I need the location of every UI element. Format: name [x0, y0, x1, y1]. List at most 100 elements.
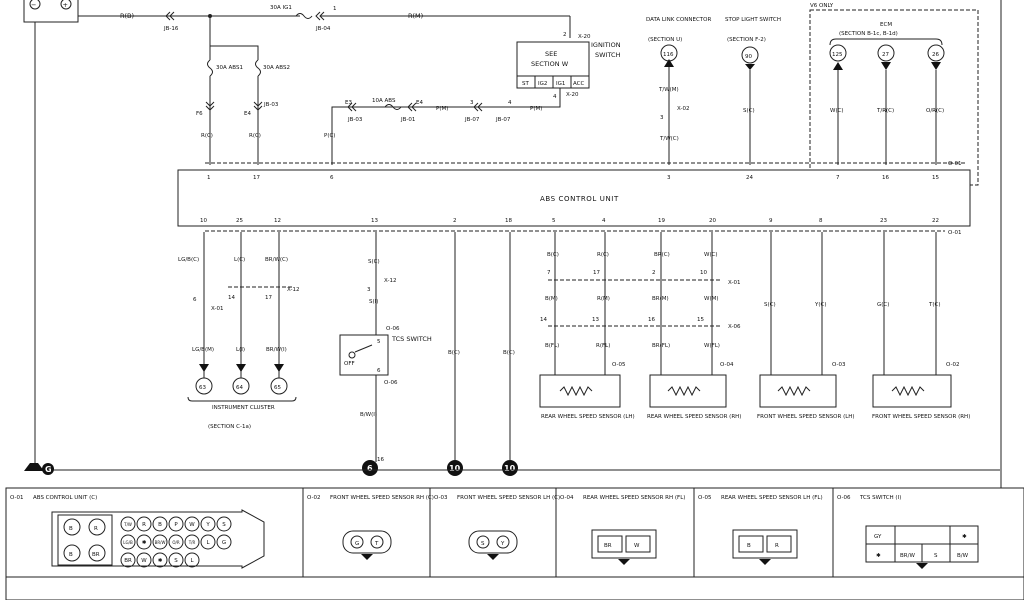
position-label: IG1 [556, 81, 565, 87]
pin-code: BR/W [900, 553, 915, 559]
wire-label: G(C) [877, 302, 889, 308]
pin-socket [216, 516, 232, 532]
ref-number: 64 [236, 385, 243, 391]
pin-number: 9 [769, 218, 773, 224]
stop-light-reference: STOP LIGHT SWITCH (SECTION F-2) 90 [725, 17, 781, 70]
wire-label: T(C) [928, 302, 941, 308]
pin-number: 7 [836, 175, 840, 181]
wire-label: B(C) [503, 350, 515, 356]
jb-label: JB-07 [464, 117, 480, 123]
pin-number: 13 [371, 218, 378, 224]
pin-socket [168, 552, 184, 568]
sensor-title: FRONT WHEEL SPEED SENSOR (RH) [872, 414, 970, 420]
connector-label: X-01 [211, 306, 223, 312]
wire-label: BR/W(I) [266, 347, 287, 353]
ignition-switch: SEE SECTION W ST IG2 IG1 ACC IGNITION SW… [516, 41, 621, 89]
pin-code: L [206, 540, 210, 546]
connector-title: FRONT WHEEL SPEED SENSOR RH (C) [330, 495, 434, 501]
wire-label: R(C) [597, 252, 609, 258]
jb-label: JB-04 [315, 26, 331, 32]
pin-label: 17 [265, 295, 272, 301]
fuse-label: 10A ABS [372, 98, 396, 104]
wire-label: T/R(C) [876, 108, 894, 114]
see-label: SEE [545, 50, 557, 58]
wire-label: B(M) [545, 296, 558, 302]
wire-label: S(C) [743, 108, 755, 114]
wire-label: W(FL) [704, 343, 720, 349]
pin-number: 5 [552, 218, 556, 224]
pin-code: ✱ [158, 557, 163, 564]
connector-code: O-06 [837, 495, 851, 501]
pin-label: 7 [547, 270, 551, 276]
connector-code: O-02 [307, 495, 320, 501]
sensor-title: REAR WHEEL SPEED SENSOR (LH) [541, 414, 635, 420]
pin-socket [136, 516, 152, 532]
wire-label: R(M) [597, 296, 610, 302]
pin-label: 3 [367, 287, 371, 293]
fuse-symbol [207, 59, 213, 77]
connector-title: ABS CONTROL UNIT (C) [33, 495, 97, 501]
connector-label: O-06 [384, 380, 398, 386]
dlc-reference: DATA LINK CONNECTOR (SECTION U) 116 [646, 17, 711, 67]
wire-label: R(M) [408, 12, 423, 20]
sensor-title: FRONT WHEEL SPEED SENSOR (LH) [757, 414, 855, 420]
cluster-references: 63 64 65 INSTRUMENT CLUSTER (SECTION C-1… [187, 364, 297, 430]
connector-label: X-12 [287, 287, 299, 293]
ignition-title: SWITCH [595, 51, 621, 59]
connector-title: FRONT WHEEL SPEED SENSOR LH (C) [457, 495, 560, 501]
wire-label: BR(C) [654, 252, 670, 258]
connector-label: X-06 [728, 324, 741, 330]
pin-socket [184, 534, 200, 550]
pin-number: 19 [658, 218, 665, 224]
connector-label: X-01 [728, 280, 740, 286]
jb-label: JB-16 [163, 26, 179, 32]
pin-label: 3 [660, 115, 664, 121]
pin-code: B [747, 543, 751, 549]
wire-label: L(C) [234, 257, 245, 263]
ref-title: DATA LINK CONNECTOR [646, 17, 711, 23]
pin-code: BR [124, 558, 132, 564]
pin-number: 1 [207, 175, 211, 181]
ref-section: (SECTION C-1a) [208, 424, 251, 430]
pin-code: W [141, 558, 147, 564]
section-label: SECTION W [531, 60, 569, 68]
connector-label: X-20 [578, 34, 591, 40]
pin-label: E3 [345, 100, 352, 106]
wire-label: R(C) [249, 133, 261, 139]
ecm-reference: V6 ONLY ECM (SECTION B-1c, B-1d) 125 27 … [809, 3, 979, 186]
wire-label: P(M) [436, 106, 448, 112]
pin-label: 10 [700, 270, 707, 276]
pin-socket [152, 552, 168, 568]
pin-label: 1 [333, 6, 337, 12]
ref-number: 27 [882, 52, 889, 58]
pin-label: 3 [470, 100, 474, 106]
pin-socket [120, 516, 136, 532]
pin-number: 25 [236, 218, 243, 224]
fuse-symbol [255, 59, 261, 77]
connector-label: X-20 [566, 92, 579, 98]
ignition-title: IGNITION [591, 41, 621, 49]
connector-code: O-05 [698, 495, 712, 501]
fuse-label: 30A ABS2 [263, 65, 290, 71]
jb-label: JB-03 [263, 102, 279, 108]
fuse-label: 30A ABS1 [216, 65, 243, 71]
front-rh-sensor: FRONT WHEEL SPEED SENSOR (RH) [872, 374, 970, 420]
tcs-title: TCS SWITCH [391, 335, 432, 343]
connector-label: O-01 [948, 230, 961, 236]
pin-number: 3 [667, 175, 671, 181]
pin-code: W [634, 543, 640, 549]
pin-code: O/R [172, 540, 179, 545]
pin-number: 12 [274, 218, 281, 224]
pin-number: 18 [505, 218, 512, 224]
jb-label: JB-03 [347, 117, 363, 123]
o04-connector-face: BR W [591, 529, 657, 565]
pin-label: 13 [592, 317, 599, 323]
pin-socket [216, 534, 232, 550]
wire-label: P(M) [530, 106, 542, 112]
pin-number: 24 [746, 175, 753, 181]
connector-label: O-06 [386, 326, 400, 332]
pin-code: B [69, 552, 73, 558]
wire-label: W(M) [704, 296, 718, 302]
wire-label: BR(FL) [652, 343, 670, 349]
wire-label: R(C) [201, 133, 213, 139]
